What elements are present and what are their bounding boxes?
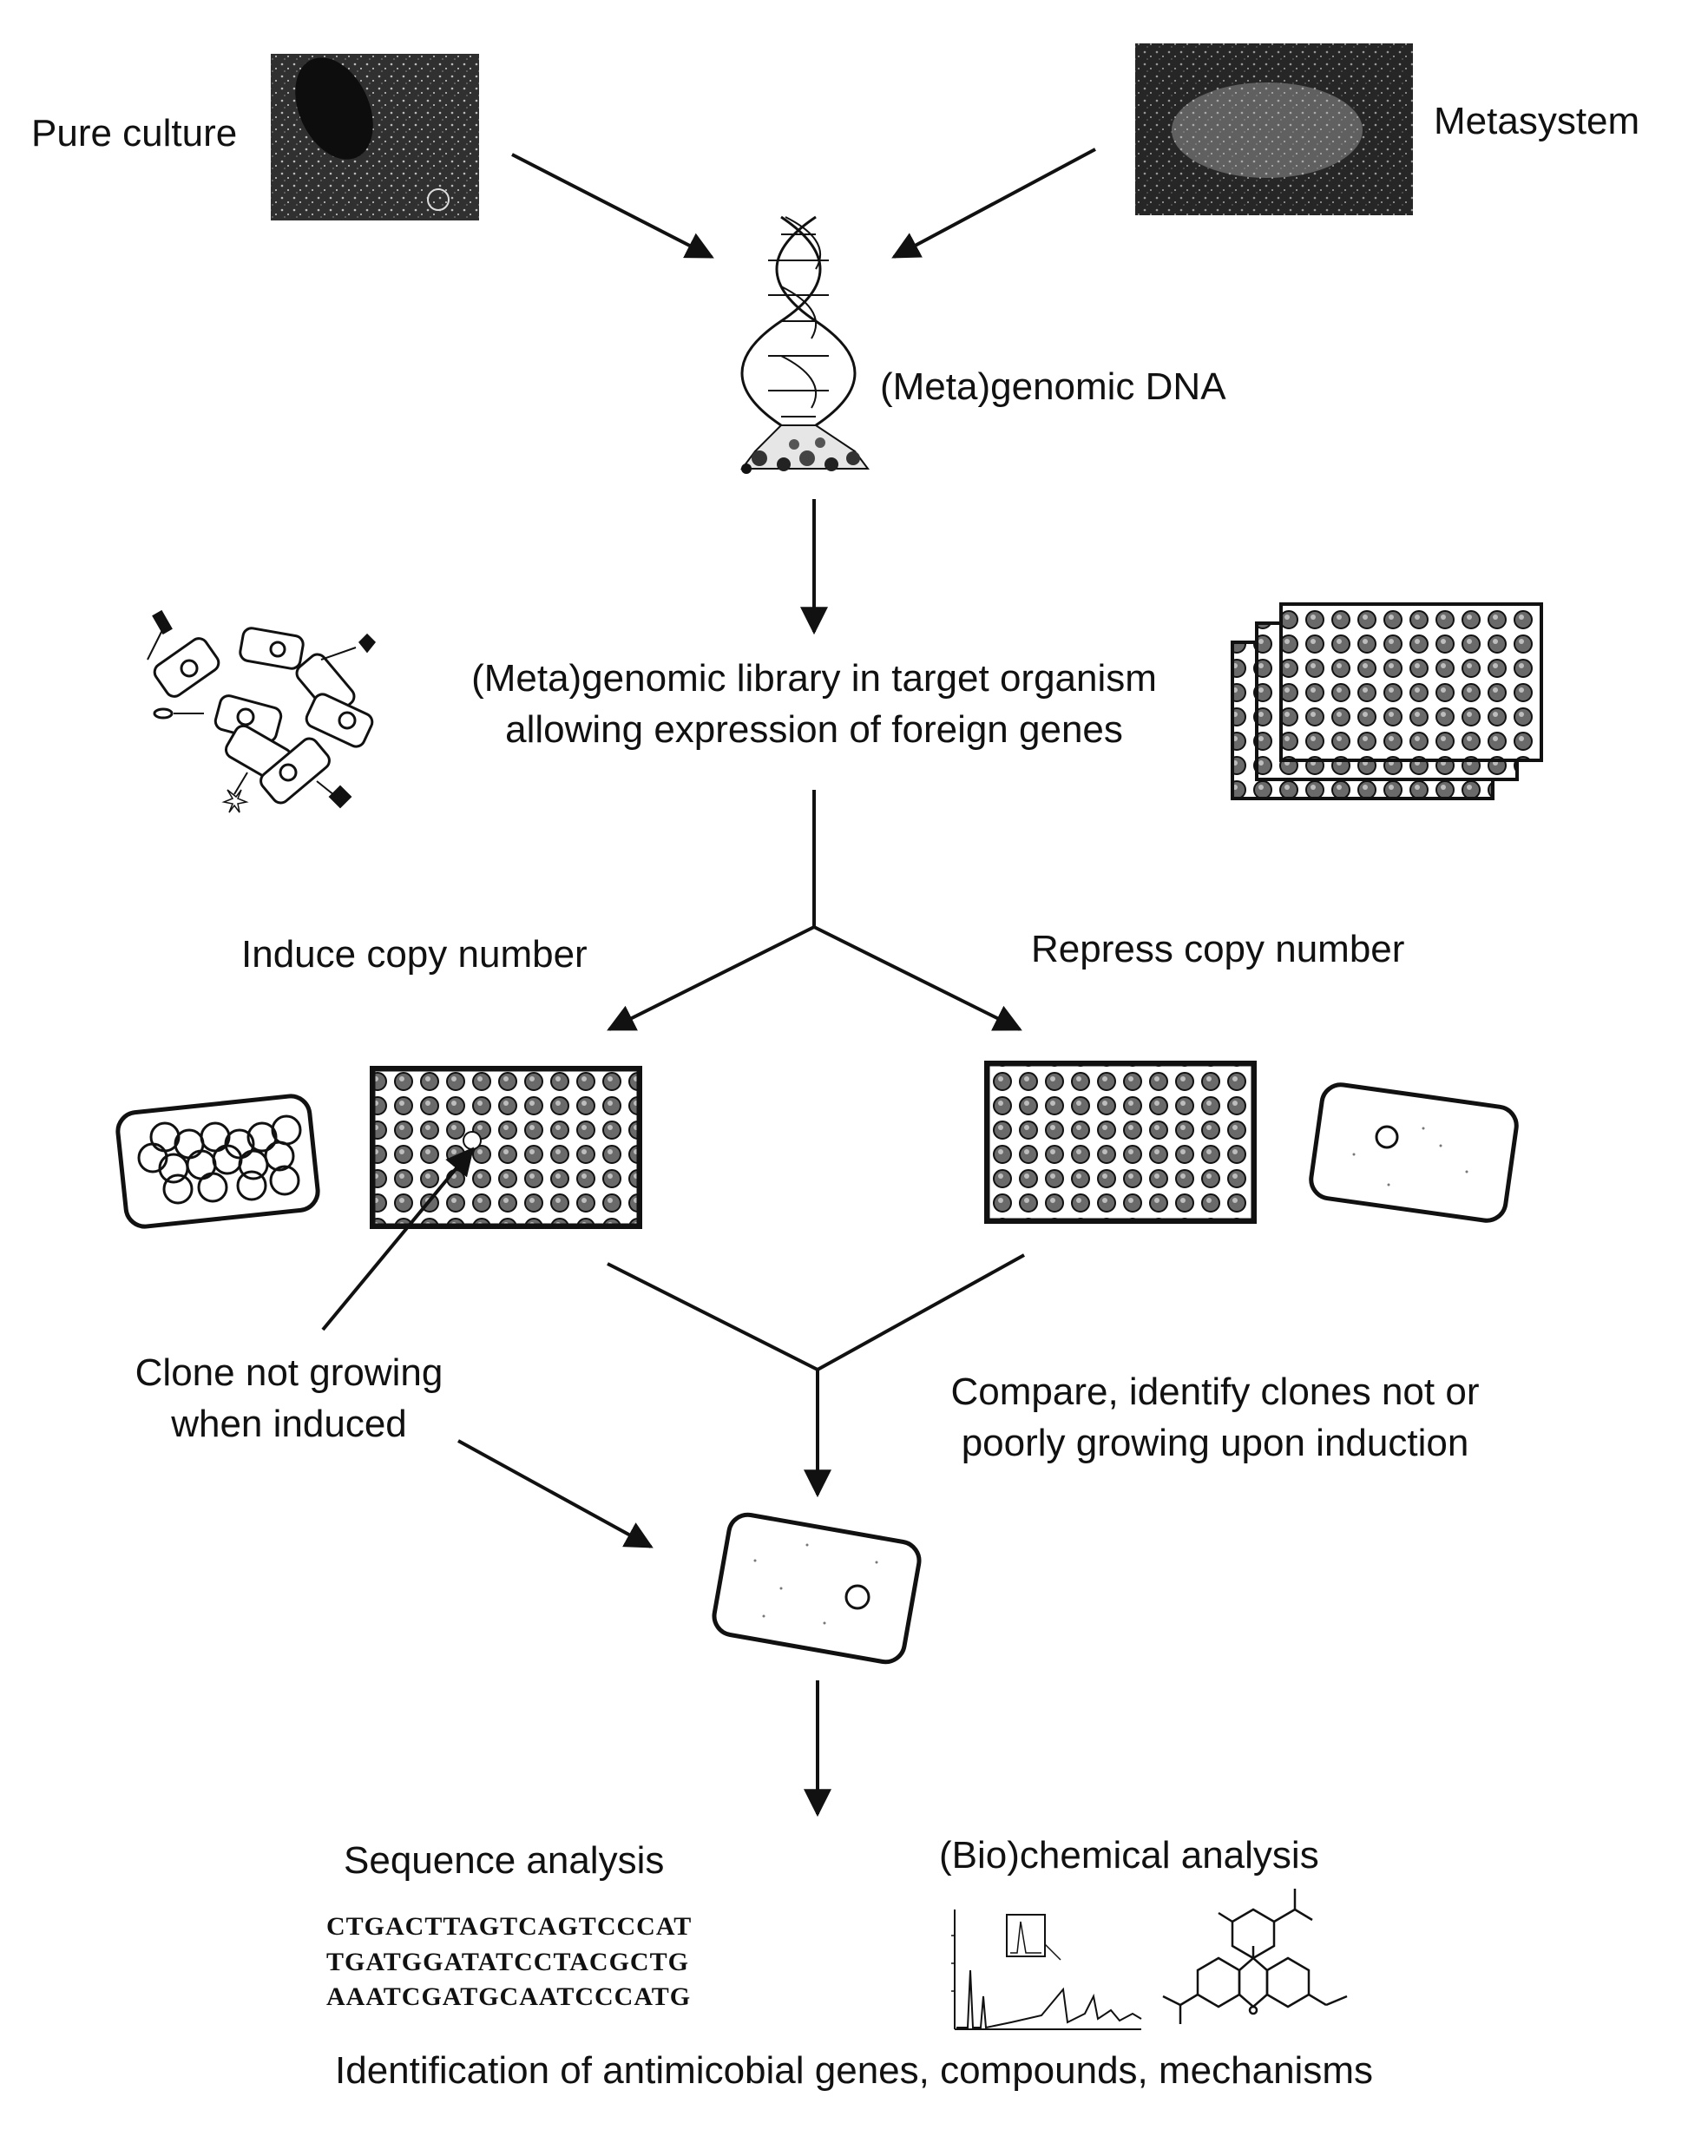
sequence-line: TGATGGATATCCTACGCTG bbox=[326, 1945, 692, 1981]
induce-copy-number-label: Induce copy number bbox=[241, 929, 588, 980]
repress-copy-number-label: Repress copy number bbox=[1031, 924, 1404, 975]
biochemical-analysis-title: (Bio)chemical analysis bbox=[939, 1830, 1319, 1881]
compare-note-line-1: Compare, identify clones not or bbox=[903, 1366, 1527, 1417]
compare-identify-note: Compare, identify clones not or poorly g… bbox=[903, 1366, 1527, 1469]
dna-helix-icon bbox=[742, 217, 855, 425]
induced-well-plate bbox=[371, 1067, 641, 1228]
sequence-line: AAATCGATGCAATCCCATG bbox=[326, 1980, 692, 2015]
well-plate-stack-icon bbox=[1232, 604, 1541, 799]
metasystem-photo bbox=[1135, 43, 1413, 215]
empty-well-marker bbox=[463, 1132, 481, 1149]
repressed-well-plate bbox=[985, 1062, 1256, 1223]
dna-strand-base bbox=[741, 425, 868, 474]
identification-footer: Identification of antimicobial genes, co… bbox=[174, 2045, 1534, 2096]
clone-not-growing-note: Clone not growing when induced bbox=[102, 1347, 476, 1450]
sequence-line: CTGACTTAGTCAGTCCCAT bbox=[326, 1910, 692, 1945]
chromatogram-chart-icon bbox=[951, 1910, 1141, 2029]
library-label: (Meta)genomic library in target organism… bbox=[413, 653, 1215, 756]
library-label-line-2: allowing expression of foreign genes bbox=[413, 704, 1215, 755]
pure-culture-label: Pure culture bbox=[31, 108, 237, 159]
dna-label: (Meta)genomic DNA bbox=[880, 361, 1226, 412]
arrow-pure-culture-to-dna bbox=[512, 154, 712, 257]
metasystem-label: Metasystem bbox=[1434, 95, 1639, 147]
arrow-metasystem-to-dna bbox=[894, 149, 1095, 257]
branch-connector bbox=[609, 790, 1020, 1029]
pure-culture-photo bbox=[271, 45, 479, 220]
sequence-analysis-title: Sequence analysis bbox=[344, 1835, 664, 1886]
library-label-line-1: (Meta)genomic library in target organism bbox=[413, 653, 1215, 704]
arrow-clone-note-to-plate bbox=[458, 1441, 651, 1547]
compare-note-line-2: poorly growing upon induction bbox=[903, 1417, 1527, 1469]
clone-note-line-2: when induced bbox=[102, 1398, 476, 1449]
chemical-structure-icon bbox=[1163, 1889, 1347, 2024]
induced-agar-plate bbox=[116, 1094, 320, 1228]
repressed-agar-plate bbox=[1309, 1082, 1519, 1223]
bacteria-cells-illustration bbox=[148, 612, 375, 812]
dna-sequence-block: CTGACTTAGTCAGTCCCAT TGATGGATATCCTACGCTG … bbox=[326, 1910, 692, 2015]
selected-clone-plate bbox=[712, 1512, 923, 1665]
clone-note-line-1: Clone not growing bbox=[102, 1347, 476, 1398]
